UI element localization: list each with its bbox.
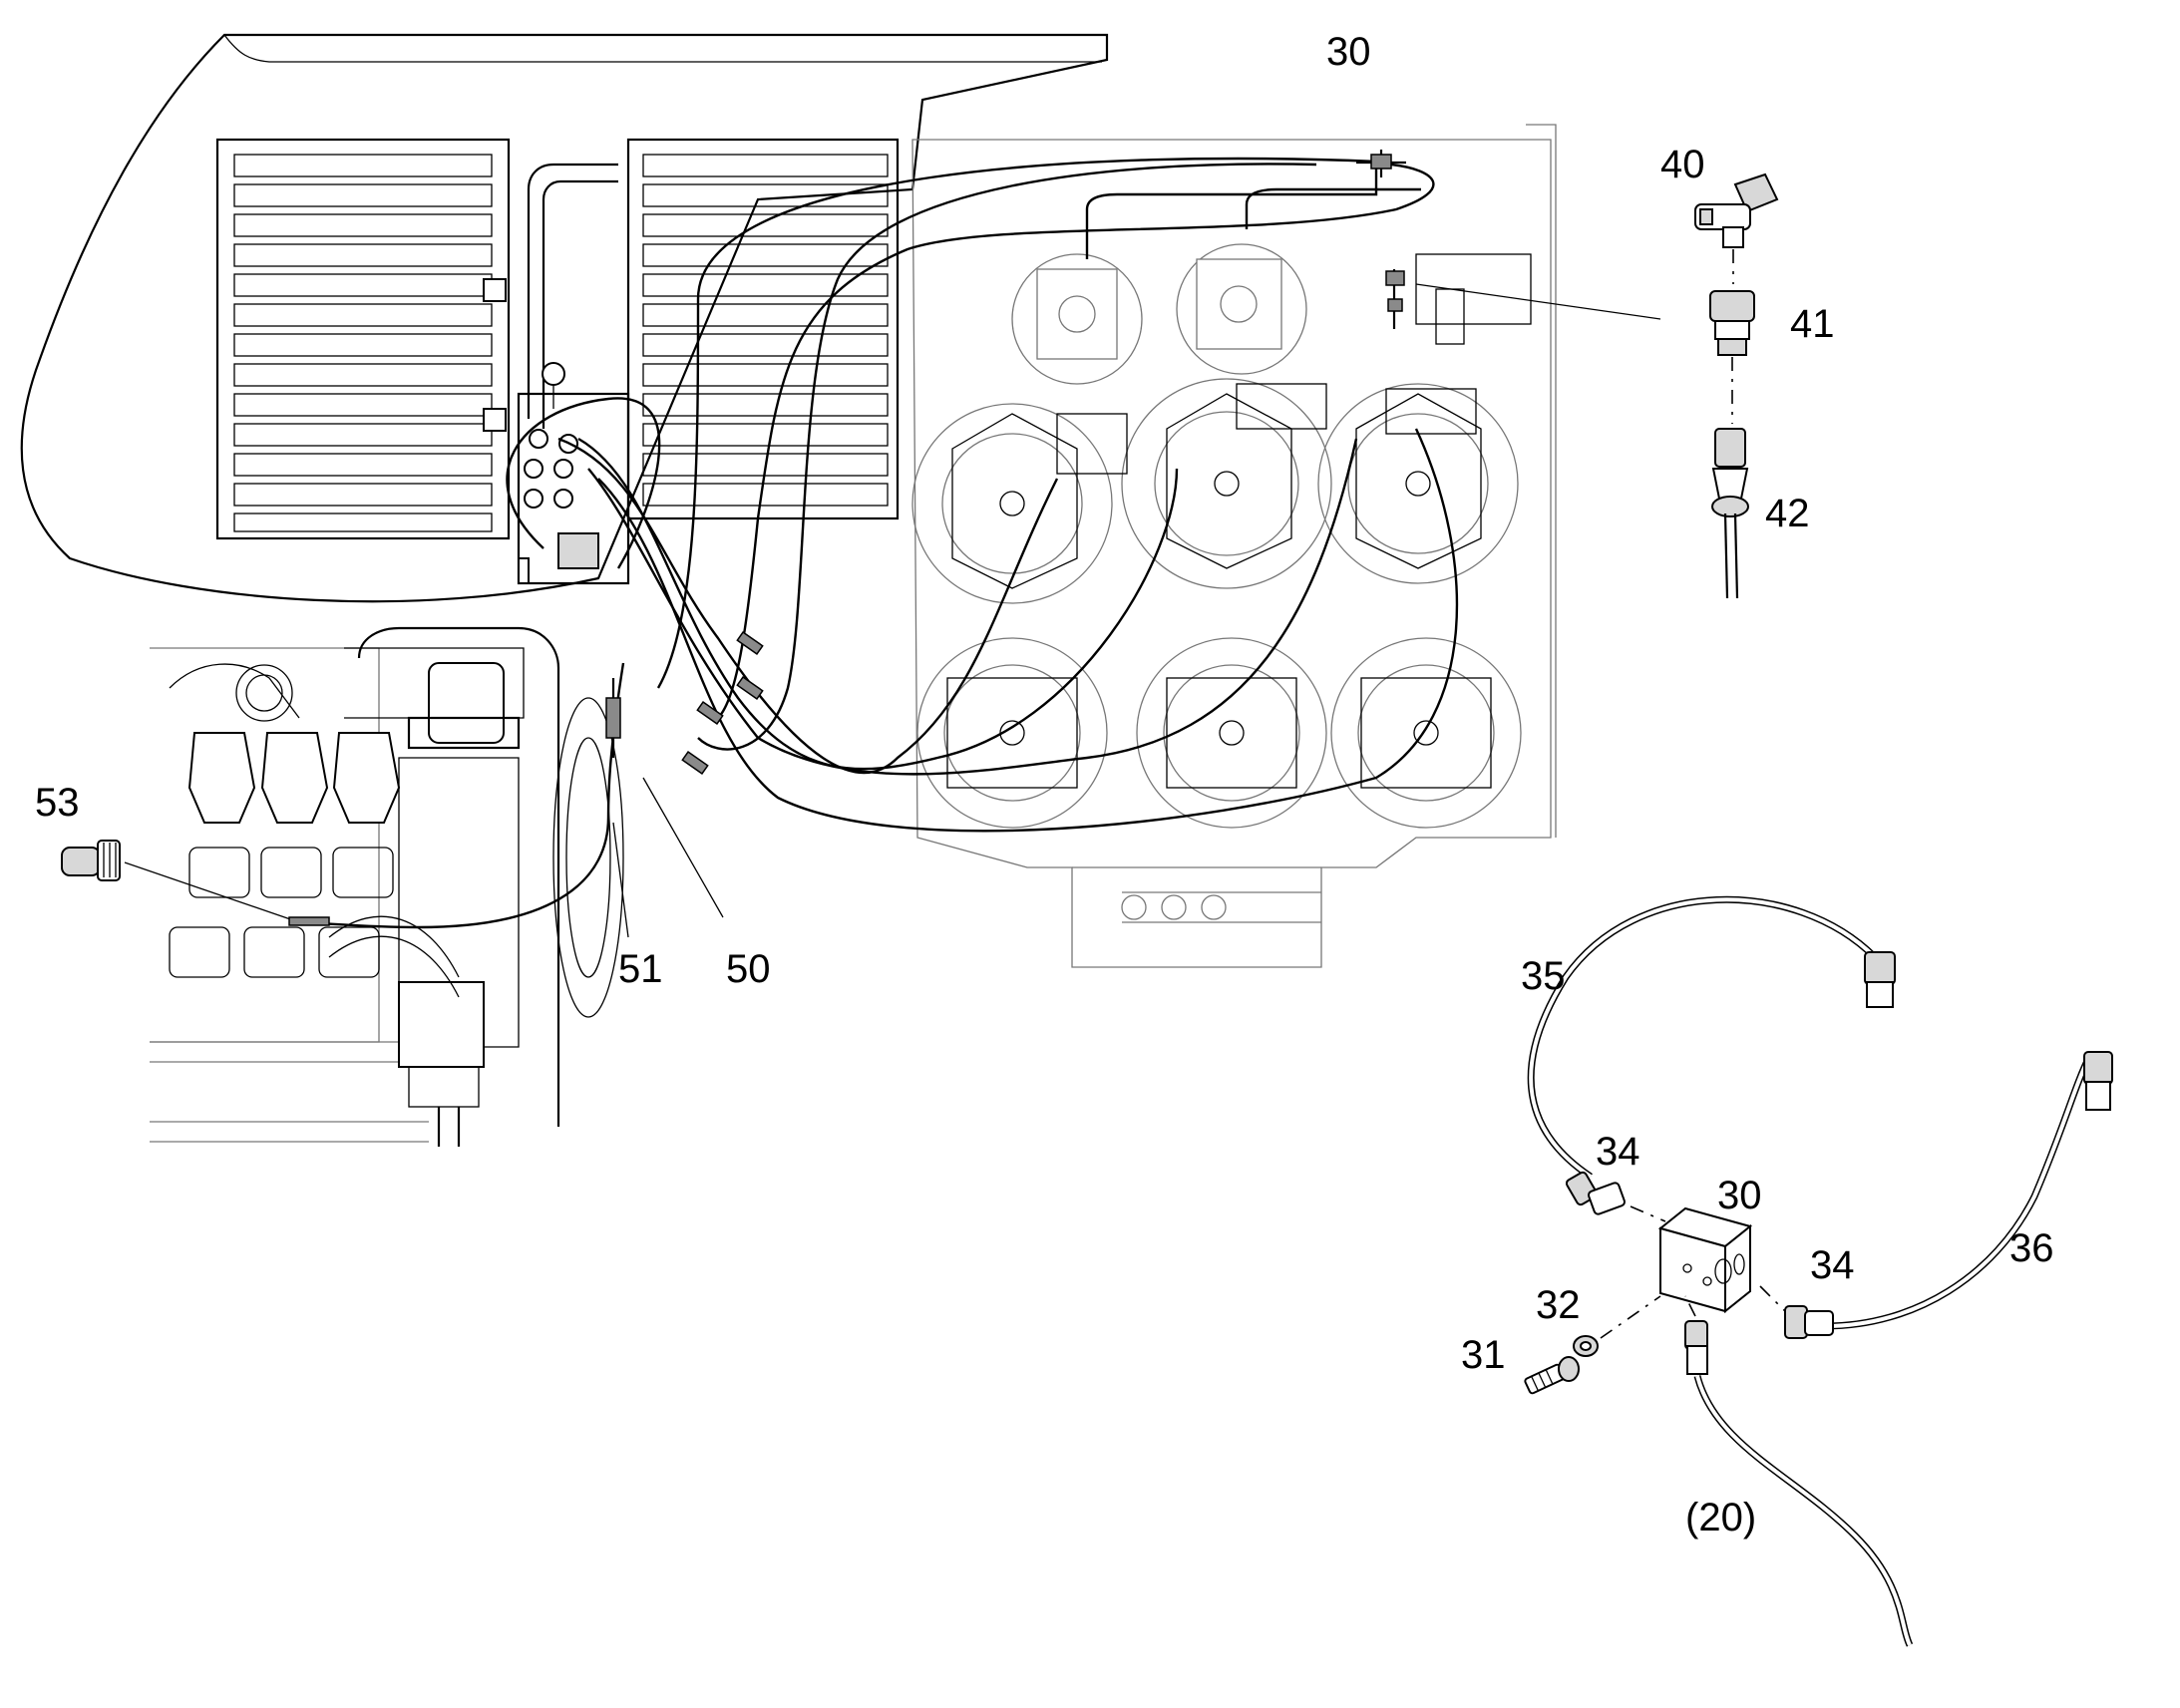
- callout-30-block: 30: [1717, 1174, 1762, 1217]
- hose-35: [1527, 895, 1896, 1180]
- banjo-fitting-40: [1694, 172, 1779, 248]
- callout-leaders: [124, 777, 724, 938]
- hose-routing: [293, 150, 1661, 929]
- engine-assembly: [150, 626, 624, 1147]
- cooler-assembly: [20, 33, 1109, 603]
- fitting-34-left: [1565, 1171, 1627, 1215]
- callout-41: 41: [1790, 302, 1835, 346]
- callout-30-top: 30: [1326, 30, 1371, 74]
- fitting-34-right: [1784, 1305, 1834, 1339]
- adapter-41: [1709, 290, 1755, 356]
- callout-42: 42: [1765, 492, 1810, 535]
- hose-36: [1824, 1051, 2113, 1330]
- fitting-53: [61, 840, 121, 881]
- callout-51: 51: [618, 947, 663, 991]
- hose-20: [1684, 1320, 1914, 1647]
- callout-labels: 30 40 41 42 53 51 50 35 34 30 34 36 32 3…: [35, 30, 2054, 1539]
- hose-end-42: [1711, 428, 1749, 599]
- callout-34-left: 34: [1596, 1130, 1640, 1174]
- screw-31: [1524, 1356, 1580, 1395]
- callout-31: 31: [1461, 1333, 1506, 1377]
- callout-40: 40: [1660, 143, 1705, 186]
- pump-drive-unit: [911, 124, 1557, 968]
- washer-32: [1573, 1335, 1599, 1357]
- callout-35: 35: [1521, 954, 1566, 998]
- callout-53: 53: [35, 781, 80, 825]
- callout-34-right: 34: [1810, 1243, 1855, 1287]
- distribution-block-30: [1657, 1206, 1753, 1314]
- callout-50: 50: [726, 947, 771, 991]
- callout-32: 32: [1536, 1283, 1581, 1327]
- callout-20: (20): [1685, 1496, 1756, 1539]
- fitting-set-40-41-42: [1694, 172, 1779, 599]
- callout-36: 36: [2009, 1226, 2054, 1270]
- distribution-block-detail: [1524, 895, 2113, 1647]
